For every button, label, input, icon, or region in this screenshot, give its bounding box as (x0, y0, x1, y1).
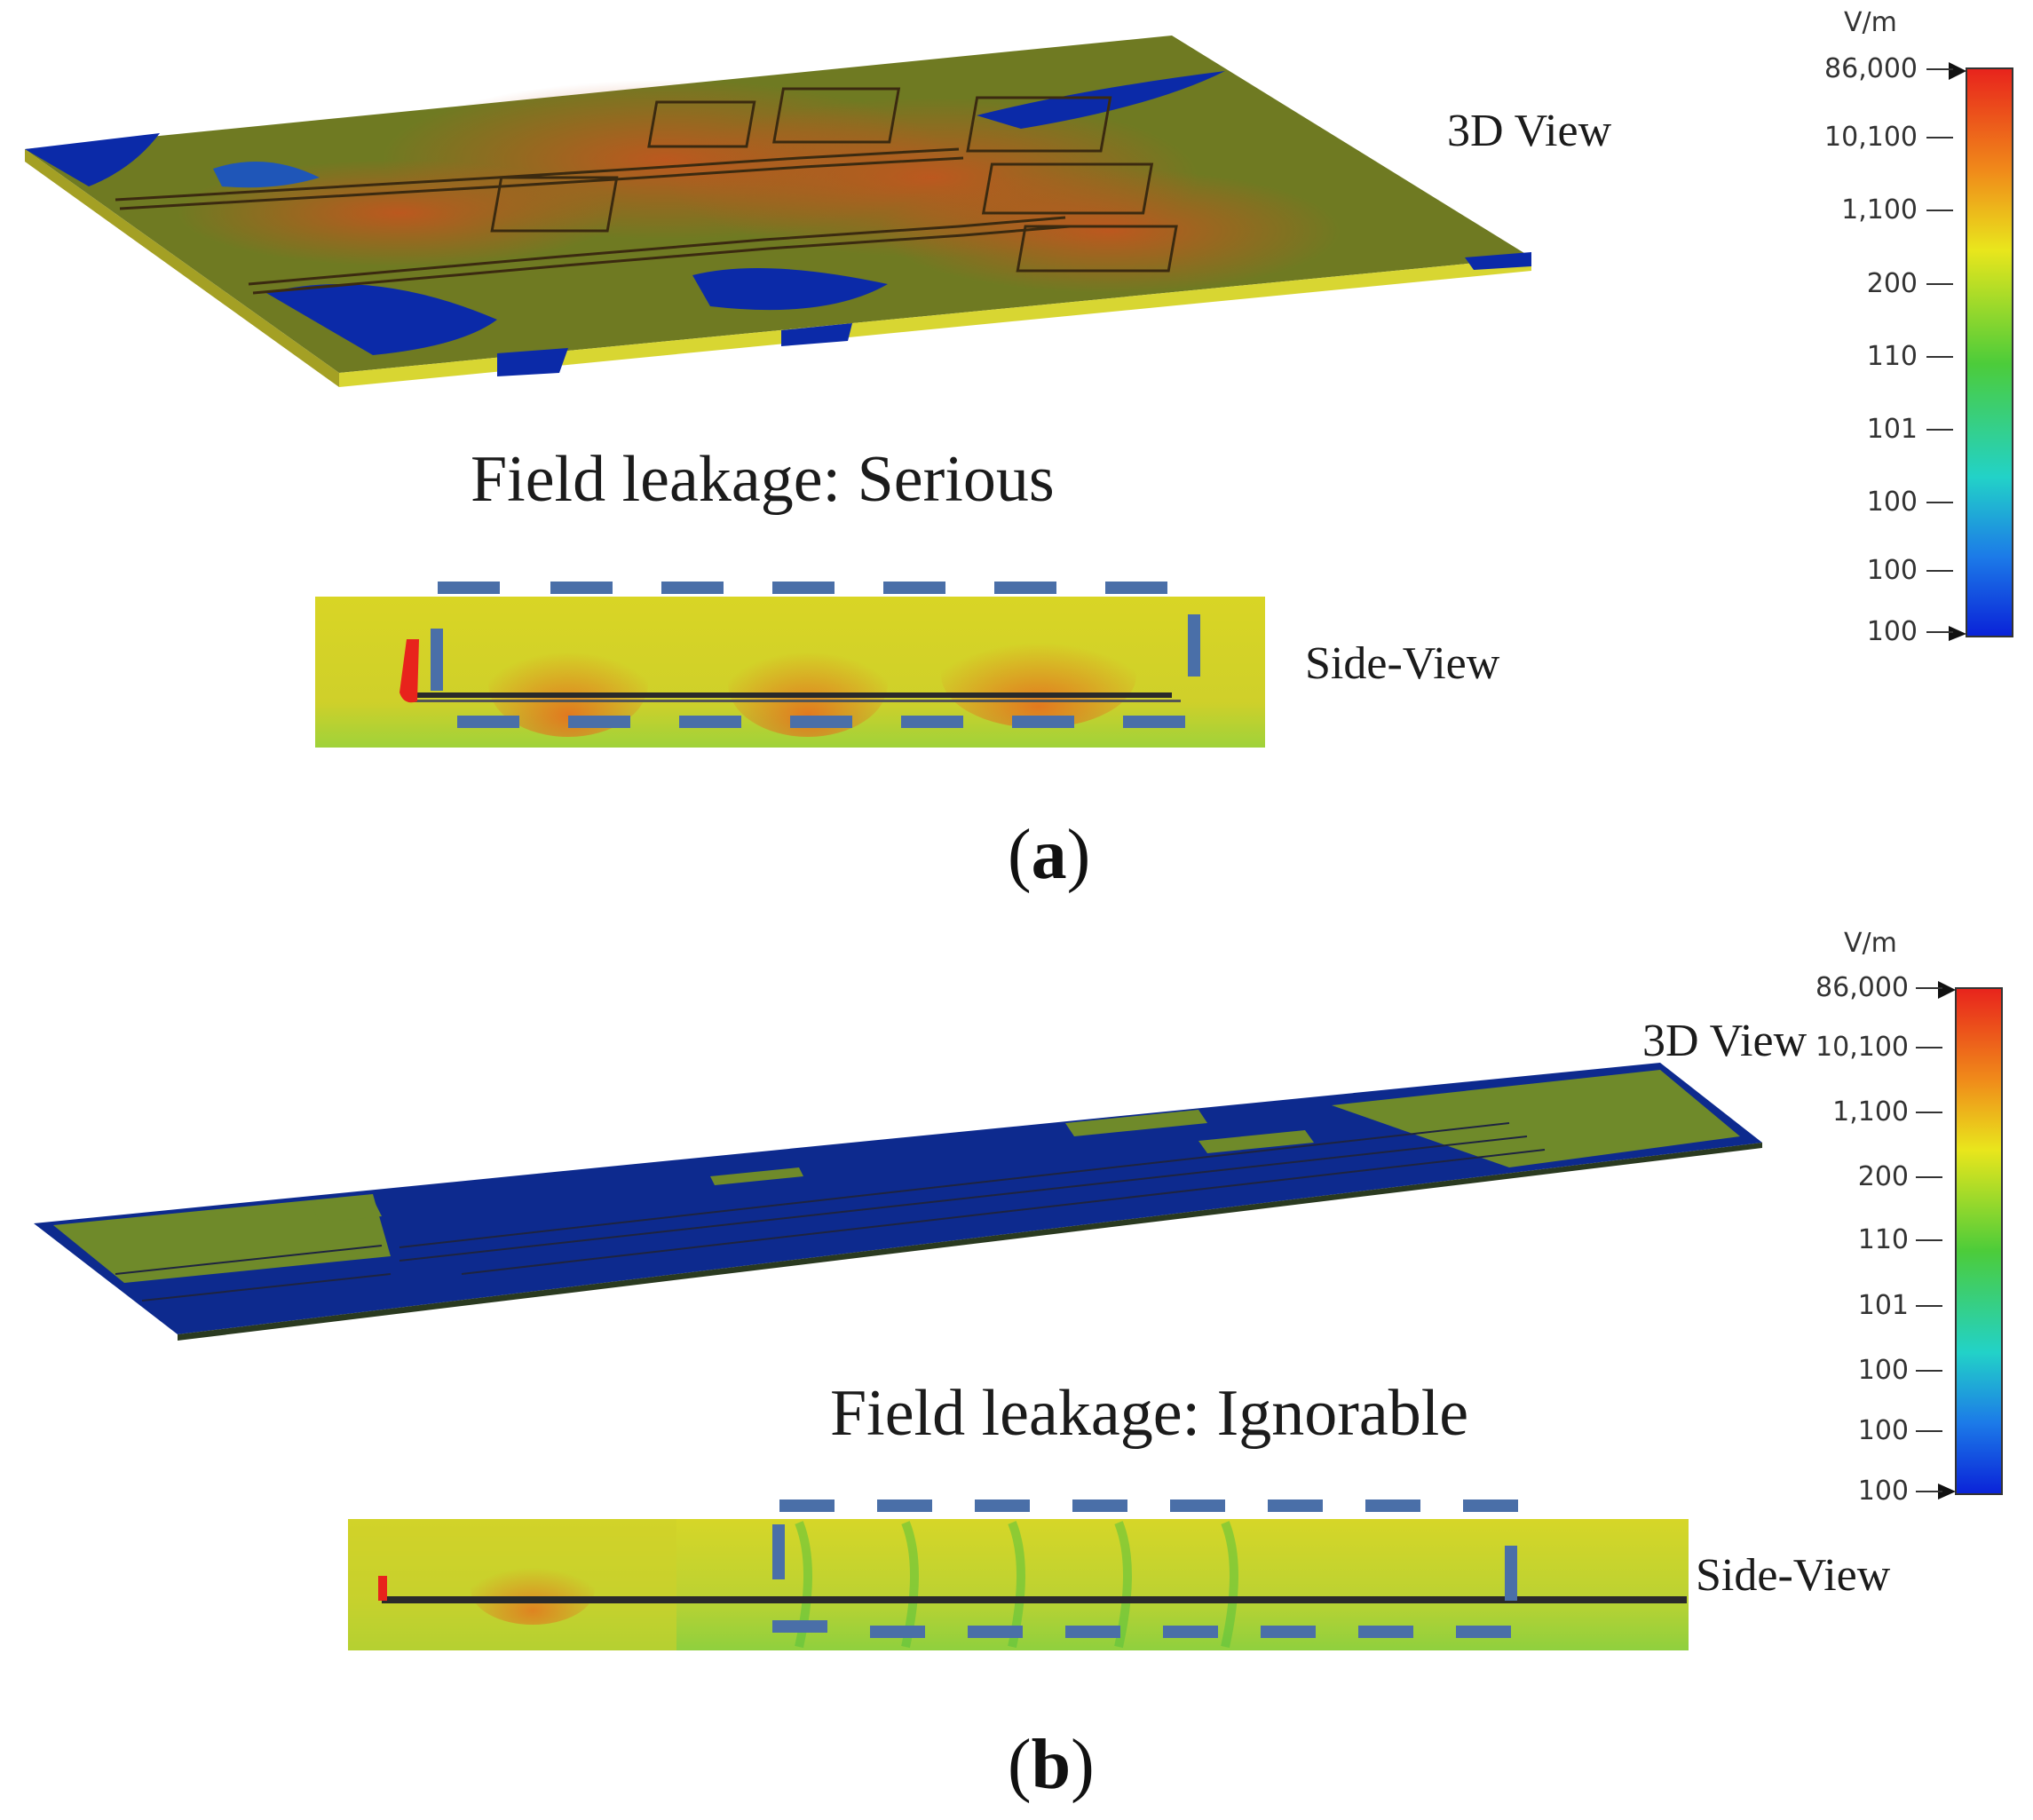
colorbar-tick-a: 100 (1866, 555, 1918, 586)
panel-letter-b: b (1031, 1726, 1072, 1804)
colorbar-tick-a: 1,100 (1841, 194, 1918, 226)
board-3d-b (34, 1063, 1762, 1341)
panel-b-graphics (34, 981, 2003, 1650)
panel-a: 3D View Field leakage: Serious Side-View… (25, 7, 2013, 894)
colorbar-tick-a: 110 (1866, 341, 1918, 372)
colorbar-tick-b: 101 (1857, 1290, 1909, 1321)
colorbar-b (1916, 981, 2003, 1500)
panel-letter-a: a (1031, 816, 1067, 894)
colorbar-tick-b: 200 (1857, 1161, 1909, 1192)
side-view-label-b: Side-View (1696, 1550, 1891, 1601)
panel-label-a: (a) (1008, 816, 1091, 894)
colorbar-tick-a: 100 (1866, 616, 1918, 647)
colorbar-tick-a: 100 (1866, 487, 1918, 518)
colorbar-tick-b: 100 (1857, 1415, 1909, 1446)
leakage-text-b: Field leakage: Ignorable (830, 1377, 1469, 1450)
colorbar-tick-a: 200 (1866, 268, 1918, 299)
side-view-b (348, 1500, 1689, 1650)
colorbar-tick-a: 10,100 (1824, 122, 1918, 153)
view-3d-label-b: 3D View (1642, 1016, 1808, 1066)
colorbar-unit-b: V/m (1844, 928, 1897, 959)
colorbar-tick-b: 100 (1857, 1476, 1909, 1507)
colorbar-tick-b: 110 (1857, 1224, 1909, 1255)
colorbar-unit-a: V/m (1844, 7, 1897, 38)
colorbar-tick-b: 86,000 (1815, 972, 1909, 1003)
colorbar-tick-b: 100 (1857, 1355, 1909, 1386)
colorbar-a (1926, 62, 2013, 641)
panel-label-b: (b) (1008, 1726, 1095, 1804)
leakage-text-a: Field leakage: Serious (471, 443, 1055, 516)
side-view-a (315, 582, 1265, 748)
panel-b: 3D View Field leakage: Ignorable Side-Vi… (0, 910, 2033, 1820)
board-3d-a (25, 36, 1531, 387)
colorbar-tick-b: 1,100 (1832, 1096, 1909, 1128)
colorbar-tick-a: 101 (1866, 414, 1918, 445)
colorbar-tick-b: 10,100 (1815, 1032, 1909, 1063)
view-3d-label-a: 3D View (1447, 106, 1612, 156)
side-view-label-a: Side-View (1305, 638, 1500, 689)
colorbar-tick-a: 86,000 (1824, 53, 1918, 84)
panel-a-graphics (25, 36, 2013, 748)
